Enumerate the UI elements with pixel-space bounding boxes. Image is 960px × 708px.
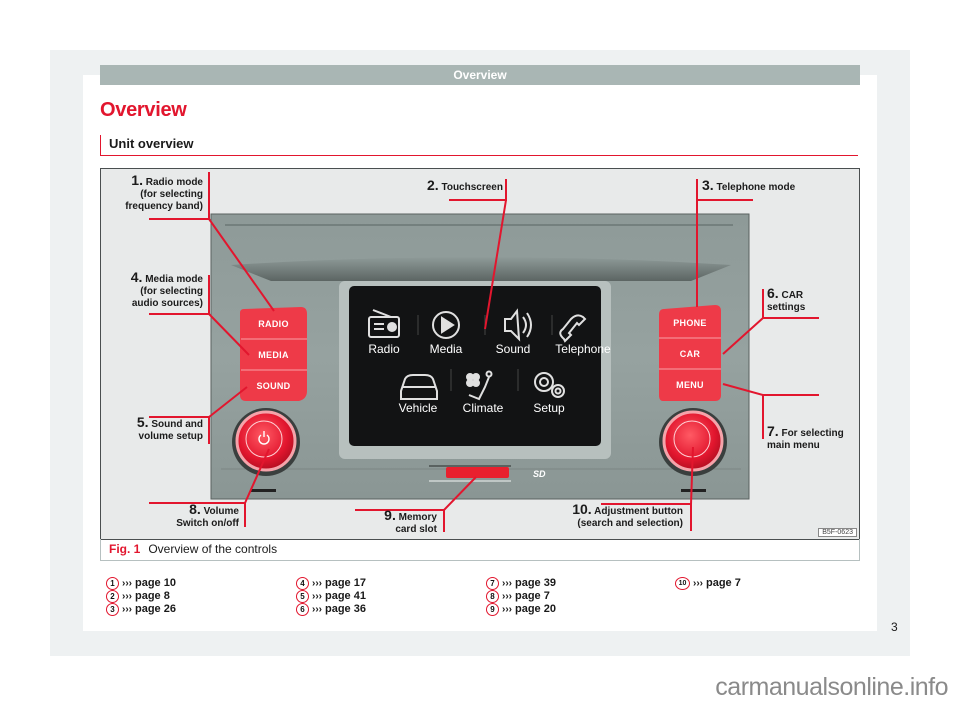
reference-item[interactable]: 9›››page 20 [486,603,556,616]
reference-item[interactable]: 3›››page 26 [106,603,176,616]
touchscreen [349,286,601,446]
reference-item[interactable]: 8›››page 7 [486,590,556,603]
telephone-icon [559,314,587,343]
media-button[interactable]: MEDIA [258,350,289,360]
figure-code: B5F-0623 [818,528,857,537]
reference-item[interactable]: 5›››page 41 [296,590,366,603]
radio-icon [368,309,400,338]
reference-item[interactable]: 2›››page 8 [106,590,176,603]
callout-10: 10. Adjustment button (search and select… [572,501,683,529]
memory-card-slot [446,467,509,478]
figure-caption-text: Overview of the controls [148,542,278,556]
screen-item-sound[interactable]: Sound [495,342,531,356]
reference-column-3: 7›››page 39 8›››page 7 9›››page 20 [486,577,556,616]
screen-item-radio[interactable]: Radio [368,342,400,356]
callout-7: 7. For selecting main menu [767,423,844,451]
power-icon [258,431,270,445]
section-title: Unit overview [100,135,858,156]
screen-item-media[interactable]: Media [429,342,463,356]
figure-label: Fig. 1 [109,542,141,556]
screen-item-setup[interactable]: Setup [533,401,565,415]
callout-8: 8. Volume Switch on/off [176,501,239,529]
reference-column-2: 4›››page 17 5›››page 41 6›››page 36 [296,577,366,616]
callout-5: 5. Sound and volume setup [136,414,203,442]
reference-column-1: 1›››page 10 2›››page 8 3›››page 26 [106,577,176,616]
media-play-icon [432,311,460,339]
left-button-block [240,307,307,401]
watermark: carmanualsonline.info [715,673,948,701]
car-button[interactable]: CAR [679,349,701,359]
setup-gears-icon [534,372,565,398]
running-header: Overview [100,65,860,85]
reference-item[interactable]: 6›››page 36 [296,603,366,616]
reference-column-4: 10›››page 7 [675,577,741,590]
figure-caption: Fig. 1 Overview of the controls [100,539,860,561]
callout-lines [149,172,819,532]
callout-9: 9. Memory card slot [384,507,437,535]
callout-2: 2. Touchscreen [427,177,503,193]
callout-6: 6. CAR settings [767,285,806,313]
climate-icon [466,370,493,401]
page-number: 3 [891,620,898,634]
reference-item[interactable]: 10›››page 7 [675,577,741,590]
page-title: Overview [100,99,187,121]
sound-button[interactable]: SOUND [256,381,291,391]
callout-3: 3. Telephone mode [702,177,796,193]
sound-speaker-icon [504,308,532,342]
screen-item-vehicle[interactable]: Vehicle [398,401,438,415]
figure-unit-overview: SD [100,168,860,540]
radio-button[interactable]: RADIO [258,319,289,329]
reference-item[interactable]: 4›››page 17 [296,577,366,590]
phone-button[interactable]: PHONE [673,318,707,328]
reference-item[interactable]: 7›››page 39 [486,577,556,590]
screen-item-telephone[interactable]: Telephone [555,342,611,356]
screen-item-climate[interactable]: Climate [462,401,504,415]
right-button-block [659,305,721,401]
vehicle-icon [400,374,438,400]
menu-button[interactable]: MENU [676,380,704,390]
reference-item[interactable]: 1›››page 10 [106,577,176,590]
radio-unit-illustration: SD [149,172,819,532]
sd-logo: SD [533,469,546,479]
